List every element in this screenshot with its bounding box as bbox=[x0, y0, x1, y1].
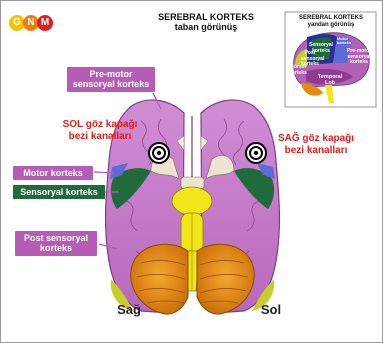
label-post: Post sensoryal korteks bbox=[15, 231, 97, 256]
inset-label-premotor: Pre-motor sensoryal korteks bbox=[347, 49, 371, 66]
label-sol-gland: SOL göz kapağı bezi kanalları bbox=[57, 119, 143, 142]
inset-title-line1: SEREBRAL KORTEKS bbox=[288, 15, 374, 22]
title-line2: taban görünüş bbox=[151, 22, 261, 32]
label-premotor: Pre-motor sensoryal korteks bbox=[67, 67, 155, 92]
inset-label-motor: Motor korteks bbox=[337, 37, 347, 46]
inset-title-line2: yandan görünüş bbox=[288, 22, 374, 29]
right-gland-target bbox=[246, 143, 266, 163]
label-sol: Sol bbox=[251, 303, 291, 318]
inset-title: SEREBRAL KORTEKS yandan görünüş bbox=[288, 15, 374, 29]
label-motor: Motor korteks bbox=[13, 166, 93, 180]
label-sensory: Sensoryal korteks bbox=[13, 185, 105, 199]
inset-label-temporal: Temporal Lob bbox=[313, 74, 347, 86]
diagram-title: SEREBRAL KORTEKS taban görünüş bbox=[151, 12, 261, 33]
label-sag: Sağ bbox=[109, 303, 149, 318]
title-line1: SEREBRAL KORTEKS bbox=[151, 12, 261, 22]
logo-letter-m: M bbox=[37, 15, 53, 31]
inset-label-visual: Görsel korteks bbox=[289, 65, 307, 76]
label-sag-gland: SAĞ göz kapağı bezi kanalları bbox=[271, 133, 361, 156]
left-gland-target bbox=[149, 143, 169, 163]
